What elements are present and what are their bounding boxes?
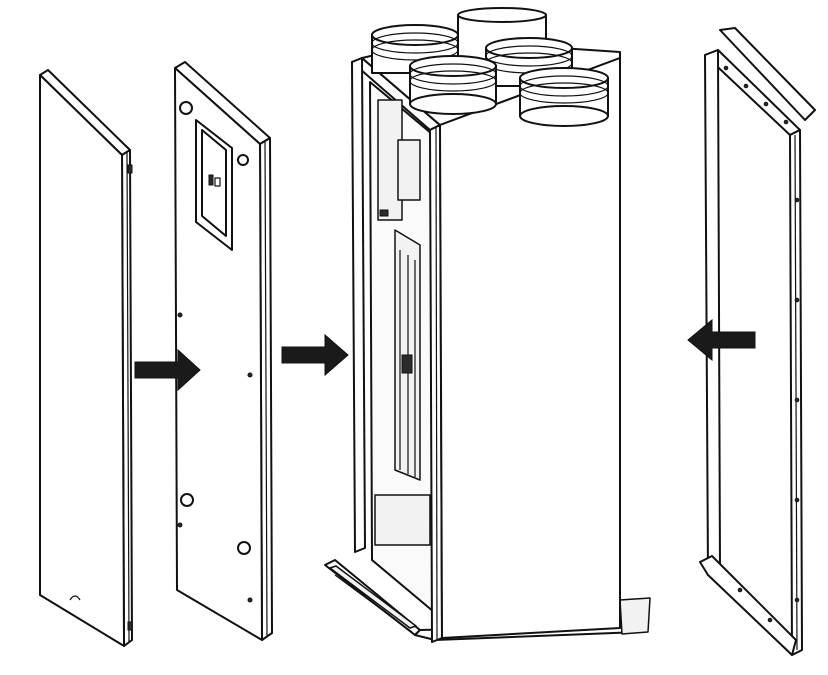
collar-1-ring-1	[371, 32, 459, 54]
panel-2-hole-4	[237, 541, 251, 555]
control-window	[201, 129, 227, 237]
panel-2-hole-3	[180, 493, 194, 507]
frame-rivet-5	[794, 197, 800, 203]
arrow-right-2	[281, 333, 349, 377]
panel-2-hole-2	[237, 154, 249, 166]
collar-2-ring-1	[485, 45, 573, 67]
panel-1-clip-top	[127, 164, 133, 174]
panel-2-hole-1	[179, 101, 193, 115]
panel-1-clip-bottom	[127, 621, 133, 631]
frame-rivet-7	[794, 397, 800, 403]
collar-2-rim	[485, 37, 573, 59]
control-indicator	[214, 177, 221, 187]
frame-right-inner	[794, 134, 798, 651]
frame-post-left	[351, 57, 366, 553]
panel-2-screw-3	[177, 522, 183, 528]
frame-rivet-8	[794, 497, 800, 503]
collar-3-rim	[409, 55, 497, 77]
interior-sensor	[401, 354, 413, 374]
frame-left-rail	[704, 49, 721, 576]
duct-collar-front-right	[519, 67, 609, 127]
interior-base-box	[374, 494, 431, 546]
panel-2-screw-1	[177, 312, 183, 318]
collar-4-rim	[519, 67, 609, 89]
control-switch	[208, 174, 214, 186]
body-front-face	[439, 57, 621, 639]
panel-2-edge-line	[264, 140, 268, 637]
frame-rivet-11	[767, 617, 773, 623]
frame-rivet-4	[783, 119, 789, 125]
collar-4-ring-1	[519, 75, 609, 97]
collar-3-ring-1	[409, 63, 497, 85]
frame-top-flap	[719, 27, 816, 121]
panel-1-face	[39, 74, 125, 647]
collar-3-ring-2	[409, 70, 497, 92]
inner-front-panel	[174, 61, 273, 641]
duct-collar-front-left	[409, 55, 497, 115]
frame-rivet-9	[794, 597, 800, 603]
frame-rivet-3	[763, 101, 769, 107]
collar-4-ring-2	[519, 82, 609, 104]
frame-rivet-6	[794, 297, 800, 303]
frame-rivet-10	[737, 587, 743, 593]
arrow-left-3	[687, 318, 756, 362]
base-tray-line	[334, 574, 413, 633]
arrow-right-1	[134, 348, 201, 392]
outer-front-panel	[39, 69, 133, 647]
frame-rivet-2	[743, 83, 749, 89]
base-rail-right	[619, 597, 651, 635]
main-unit	[324, 7, 651, 643]
rear-frame	[699, 27, 816, 656]
body-edge-line	[435, 127, 438, 641]
panel-2-screw-2	[247, 372, 253, 378]
panel-1-notch	[69, 595, 81, 601]
base-tray-lip	[329, 565, 417, 629]
collar-4-base	[519, 105, 609, 127]
panel-2-screw-4	[247, 597, 253, 603]
interior-bracket	[379, 209, 389, 217]
collar-1-ring-2	[371, 39, 459, 61]
panel-1-edge-line	[126, 151, 130, 643]
frame-rivet-1	[723, 65, 729, 71]
collar-1-rim	[371, 24, 459, 46]
collar-5-rim	[457, 7, 547, 23]
interior-block-1	[397, 139, 421, 201]
collar-3-base	[409, 93, 497, 115]
frame-bottom-rail	[699, 555, 797, 656]
